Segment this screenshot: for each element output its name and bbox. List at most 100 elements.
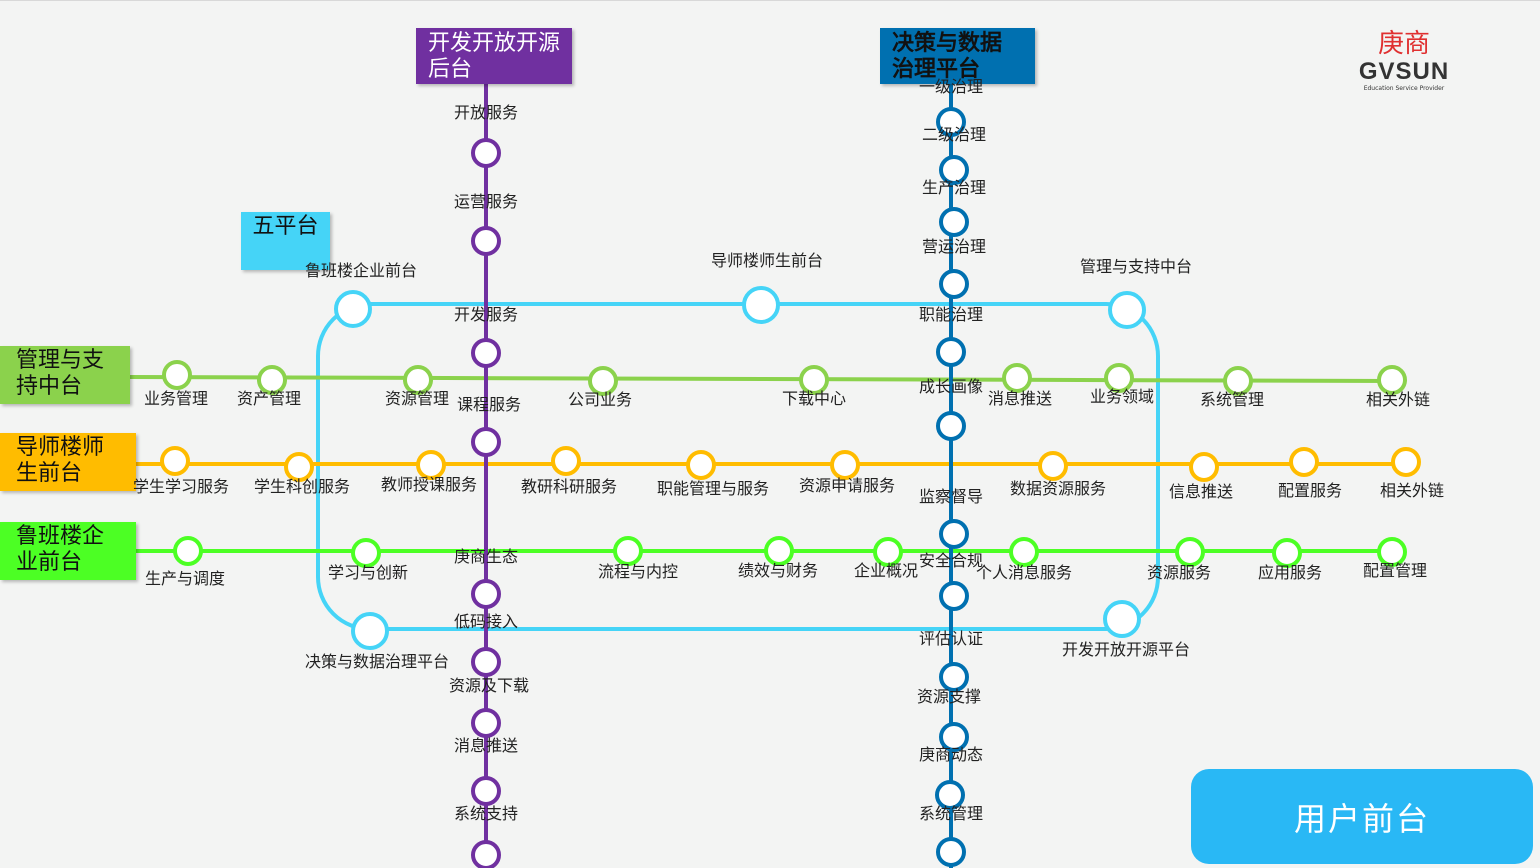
bright-green-station-8[interactable] bbox=[1272, 538, 1302, 568]
green-station-1[interactable] bbox=[162, 360, 192, 390]
green-station-8[interactable] bbox=[1223, 366, 1253, 396]
green-station-4[interactable] bbox=[588, 366, 618, 396]
purple-station-4[interactable] bbox=[471, 427, 501, 457]
teal-station-label: 成长画像 bbox=[918, 377, 984, 396]
bright-green-station-9[interactable] bbox=[1377, 537, 1407, 567]
green-station-7[interactable] bbox=[1104, 363, 1134, 393]
orange-station-10[interactable] bbox=[1391, 447, 1421, 477]
orange-station-2[interactable] bbox=[284, 452, 314, 482]
purple-station-1[interactable] bbox=[471, 138, 501, 168]
bright-green-station-label: 企业概况 bbox=[853, 561, 919, 580]
teal-station-3[interactable] bbox=[939, 207, 969, 237]
green-station-3[interactable] bbox=[403, 365, 433, 395]
luban-line-title: 鲁班楼企业前台 bbox=[0, 522, 136, 580]
teal-station-label: 系统管理 bbox=[918, 804, 984, 823]
orange-station-label: 学生学习服务 bbox=[132, 477, 230, 496]
green-station-label: 资产管理 bbox=[236, 389, 302, 408]
bright-green-station-3[interactable] bbox=[613, 536, 643, 566]
teal-station-label: 资源支撑 bbox=[916, 687, 982, 706]
orange-station-label: 学生科创服务 bbox=[253, 477, 351, 496]
user-frontend-button[interactable]: 用户前台 bbox=[1191, 769, 1533, 864]
teal-station-10[interactable] bbox=[939, 722, 969, 752]
cyan-loop-station-2[interactable] bbox=[742, 286, 780, 324]
purple-station-label: 系统支持 bbox=[453, 804, 519, 823]
cyan-loop-station-4[interactable] bbox=[351, 612, 389, 650]
purple-station-3[interactable] bbox=[471, 338, 501, 368]
bright-green-station-6[interactable] bbox=[1009, 537, 1039, 567]
orange-station-label: 相关外链 bbox=[1379, 481, 1445, 500]
teal-station-label: 监察督导 bbox=[918, 487, 984, 506]
green-station-label: 资源管理 bbox=[384, 389, 450, 408]
green-station-label: 下载中心 bbox=[781, 389, 847, 408]
teal-station-1[interactable] bbox=[936, 107, 966, 137]
purple-station-9[interactable] bbox=[471, 840, 501, 868]
orange-station-label: 教师授课服务 bbox=[380, 475, 478, 494]
orange-station-3[interactable] bbox=[416, 450, 446, 480]
teal-station-5[interactable] bbox=[936, 337, 966, 367]
bright-green-station-label: 学习与创新 bbox=[327, 563, 409, 582]
cyan-loop-station-5[interactable] bbox=[1103, 600, 1141, 638]
green-station-2[interactable] bbox=[257, 365, 287, 395]
orange-station-9[interactable] bbox=[1289, 447, 1319, 477]
teal-station-label: 营运治理 bbox=[921, 237, 987, 256]
teal-station-4[interactable] bbox=[939, 269, 969, 299]
teal-station-12[interactable] bbox=[936, 837, 966, 867]
teal-station-8[interactable] bbox=[939, 581, 969, 611]
cyan-loop-station-label: 鲁班楼企业前台 bbox=[304, 261, 418, 280]
green-station-label: 业务管理 bbox=[143, 389, 209, 408]
teal-station-6[interactable] bbox=[936, 411, 966, 441]
teal-station-label: 安全合规 bbox=[918, 551, 984, 570]
orange-station-7[interactable] bbox=[1038, 451, 1068, 481]
teal-station-7[interactable] bbox=[939, 519, 969, 549]
orange-station-label: 信息推送 bbox=[1168, 482, 1234, 501]
purple-station-label: 庚商生态 bbox=[453, 547, 519, 566]
green-station-5[interactable] bbox=[799, 365, 829, 395]
green-station-9[interactable] bbox=[1377, 365, 1407, 395]
teal-station-label: 庚商动态 bbox=[918, 745, 984, 764]
gvsun-logo: 庚商 GVSUN Education Service Provider bbox=[1352, 29, 1456, 95]
orange-station-label: 配置服务 bbox=[1277, 481, 1343, 500]
bright-green-station-5[interactable] bbox=[873, 537, 903, 567]
orange-station-1[interactable] bbox=[160, 446, 190, 476]
cyan-loop-station-1[interactable] bbox=[334, 290, 372, 328]
green-station-6[interactable] bbox=[1002, 363, 1032, 393]
purple-station-label: 资源及下载 bbox=[448, 676, 530, 695]
purple-station-8[interactable] bbox=[471, 776, 501, 806]
bright-green-station-label: 配置管理 bbox=[1362, 561, 1428, 580]
orange-station-8[interactable] bbox=[1189, 452, 1219, 482]
teal-station-2[interactable] bbox=[939, 155, 969, 185]
purple-station-2[interactable] bbox=[471, 226, 501, 256]
purple-station-label: 运营服务 bbox=[453, 192, 519, 211]
teal-station-label: 职能治理 bbox=[918, 305, 984, 324]
orange-station-4[interactable] bbox=[551, 446, 581, 476]
bright-green-station-2[interactable] bbox=[351, 538, 381, 568]
teal-station-9[interactable] bbox=[939, 662, 969, 692]
open-platform-line-title: 开发开放开源后台 bbox=[416, 28, 572, 84]
bright-green-station-7[interactable] bbox=[1175, 537, 1205, 567]
cyan-loop-station-3[interactable] bbox=[1108, 291, 1146, 329]
bright-green-station-4[interactable] bbox=[764, 536, 794, 566]
teal-station-label: 评估认证 bbox=[918, 629, 984, 648]
purple-station-label: 消息推送 bbox=[453, 736, 519, 755]
teal-station-label: 一级治理 bbox=[918, 77, 984, 96]
orange-station-6[interactable] bbox=[830, 450, 860, 480]
purple-station-7[interactable] bbox=[471, 708, 501, 738]
purple-station-5[interactable] bbox=[471, 579, 501, 609]
orange-station-label: 资源申请服务 bbox=[798, 476, 896, 495]
bright-green-station-label: 应用服务 bbox=[1257, 563, 1323, 582]
green-station-label: 相关外链 bbox=[1365, 390, 1431, 409]
purple-station-6[interactable] bbox=[471, 647, 501, 677]
purple-station-label: 课程服务 bbox=[456, 395, 522, 414]
teal-station-11[interactable] bbox=[935, 780, 965, 810]
logo-tagline: Education Service Provider bbox=[1363, 85, 1445, 92]
green-line bbox=[129, 375, 1396, 383]
cyan-loop-line bbox=[316, 302, 1160, 631]
orange-station-label: 职能管理与服务 bbox=[656, 479, 770, 498]
cyan-loop-station-label: 导师楼师生前台 bbox=[710, 251, 824, 270]
tutor-line-title: 导师楼师生前台 bbox=[0, 433, 136, 491]
orange-station-5[interactable] bbox=[686, 450, 716, 480]
bright-green-station-label: 绩效与财务 bbox=[737, 561, 819, 580]
bright-green-station-1[interactable] bbox=[173, 536, 203, 566]
cyan-loop-station-label: 管理与支持中台 bbox=[1079, 257, 1193, 276]
